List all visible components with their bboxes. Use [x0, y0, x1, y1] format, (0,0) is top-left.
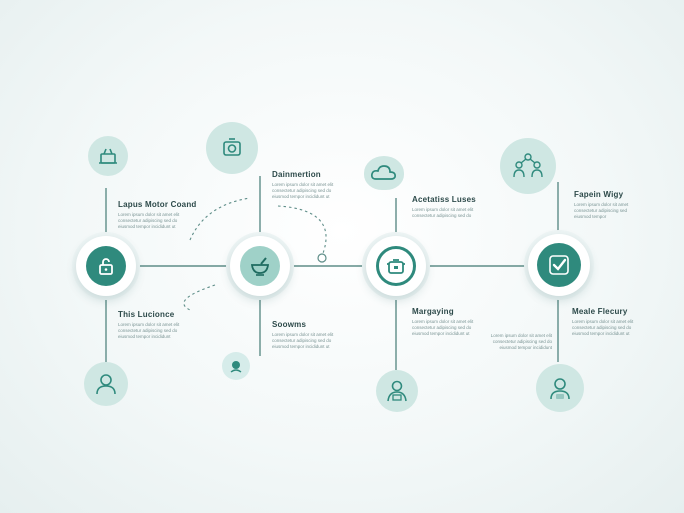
label-line: eiusmod tempor incididunt ut — [118, 224, 176, 229]
label-title: Lapus Motor Coand — [118, 200, 197, 209]
label-line: Lorem ipsum dolor sit amet elit — [118, 322, 180, 327]
cooking-pot-icon — [387, 259, 405, 274]
side-node-top-1[interactable] — [88, 136, 128, 176]
label-line: eiusmod tempor incididunt — [118, 334, 171, 339]
label-line: consectetur adipiscing sed — [574, 208, 628, 213]
side-node-bottom-1[interactable] — [84, 362, 128, 406]
small-emblem-icon — [230, 361, 242, 373]
label-title: This Lucionce — [118, 310, 175, 319]
label-line: consectetur adipiscing sed do — [412, 325, 472, 330]
label-n2-bottom: Soowms Lorem ipsum dolor sit amet elit c… — [272, 320, 333, 350]
label-line: consectetur adipiscing sed do — [272, 188, 332, 193]
checkmark-icon — [549, 255, 569, 275]
label-n2-top: Dainmertion Lorem ipsum dolor sit amet e… — [272, 170, 333, 200]
user-profile-icon — [550, 378, 570, 400]
label-line: consectetur adipiscing sed do — [118, 218, 178, 223]
label-line: Lorem ipsum dolor sit amet elit — [572, 319, 634, 324]
label-n4-top: Fapein Wigy Lorem ipsum dolor sit amet c… — [574, 190, 628, 220]
label-line: eiusmod tempor incididunt ut — [272, 194, 330, 199]
label-line: consectetur adipiscing sed do — [272, 338, 332, 343]
label-line: Lorem ipsum dolor sit amet elit — [272, 332, 334, 337]
side-node-top-2[interactable] — [206, 122, 258, 174]
side-node-top-3[interactable] — [364, 156, 404, 190]
label-title: Acetatiss Luses — [412, 195, 476, 204]
side-node-top-4[interactable] — [500, 138, 556, 194]
label-title: Soowms — [272, 320, 307, 329]
dashed-arc-3 — [277, 205, 327, 257]
worker-icon — [387, 380, 407, 402]
label-title: Margaying — [412, 307, 454, 316]
label-n3-top: Acetatiss Luses Lorem ipsum dolor sit am… — [412, 195, 476, 219]
label-n1-bottom: This Lucionce Lorem ipsum dolor sit amet… — [118, 310, 179, 340]
side-node-bottom-3[interactable] — [376, 370, 418, 412]
label-line: consectetur adipiscing sed do — [572, 325, 632, 330]
label-line: Lorem ipsum dolor sit amet elit — [412, 207, 474, 212]
label-title: Dainmertion — [272, 170, 321, 179]
label-line: consectetur adipiscing sed do — [492, 339, 552, 344]
side-node-bottom-2[interactable] — [222, 352, 250, 380]
main-node-1[interactable] — [76, 236, 136, 296]
team-network-icon — [513, 153, 543, 178]
mortar-bowl-icon — [250, 257, 270, 276]
label-line: Lorem ipsum dolor sit amet elit — [118, 212, 180, 217]
arc-end-dot — [317, 253, 327, 263]
person-icon — [96, 374, 116, 395]
main-node-4[interactable] — [528, 234, 590, 296]
label-n4-bottom-left: Lorem ipsum dolor sit amet elit consecte… — [486, 333, 552, 351]
label-title: Fapein Wigy — [574, 190, 624, 199]
dashed-arc-2 — [183, 284, 216, 311]
padlock-icon — [99, 258, 113, 275]
camera-frame-icon — [223, 138, 241, 156]
side-node-bottom-4[interactable] — [536, 364, 584, 412]
label-line: Lorem ipsum dolor sit amet elit — [490, 333, 552, 338]
label-n3-bottom: Margaying Lorem ipsum dolor sit amet eli… — [412, 307, 473, 337]
main-node-2[interactable] — [230, 236, 290, 296]
label-title: Meale Flecury — [572, 307, 628, 316]
label-line: Lorem ipsum dolor sit amet elit — [412, 319, 474, 324]
label-n4-bottom: Meale Flecury Lorem ipsum dolor sit amet… — [572, 307, 633, 337]
shopping-basket-icon — [99, 148, 117, 164]
label-line: consectetur adipiscing sed do — [118, 328, 178, 333]
label-line: consectetur adipiscing sed do — [412, 213, 472, 218]
cloud-icon — [370, 165, 396, 180]
label-line: eiusmod tempor incididunt ut — [272, 344, 330, 349]
label-line: eiusmod tempor incididunt ut — [572, 331, 630, 336]
label-line: Lorem ipsum dolor sit amet — [574, 202, 629, 207]
dashed-arc-1 — [189, 197, 251, 241]
label-line: Lorem ipsum dolor sit amet elit — [272, 182, 334, 187]
label-n1-top: Lapus Motor Coand Lorem ipsum dolor sit … — [118, 200, 197, 230]
label-line: eiusmod tempor — [574, 214, 607, 219]
label-line: eiusmod tempor incididunt — [499, 345, 552, 350]
label-line: eiusmod tempor incididunt ut — [412, 331, 470, 336]
main-node-3[interactable] — [366, 236, 426, 296]
